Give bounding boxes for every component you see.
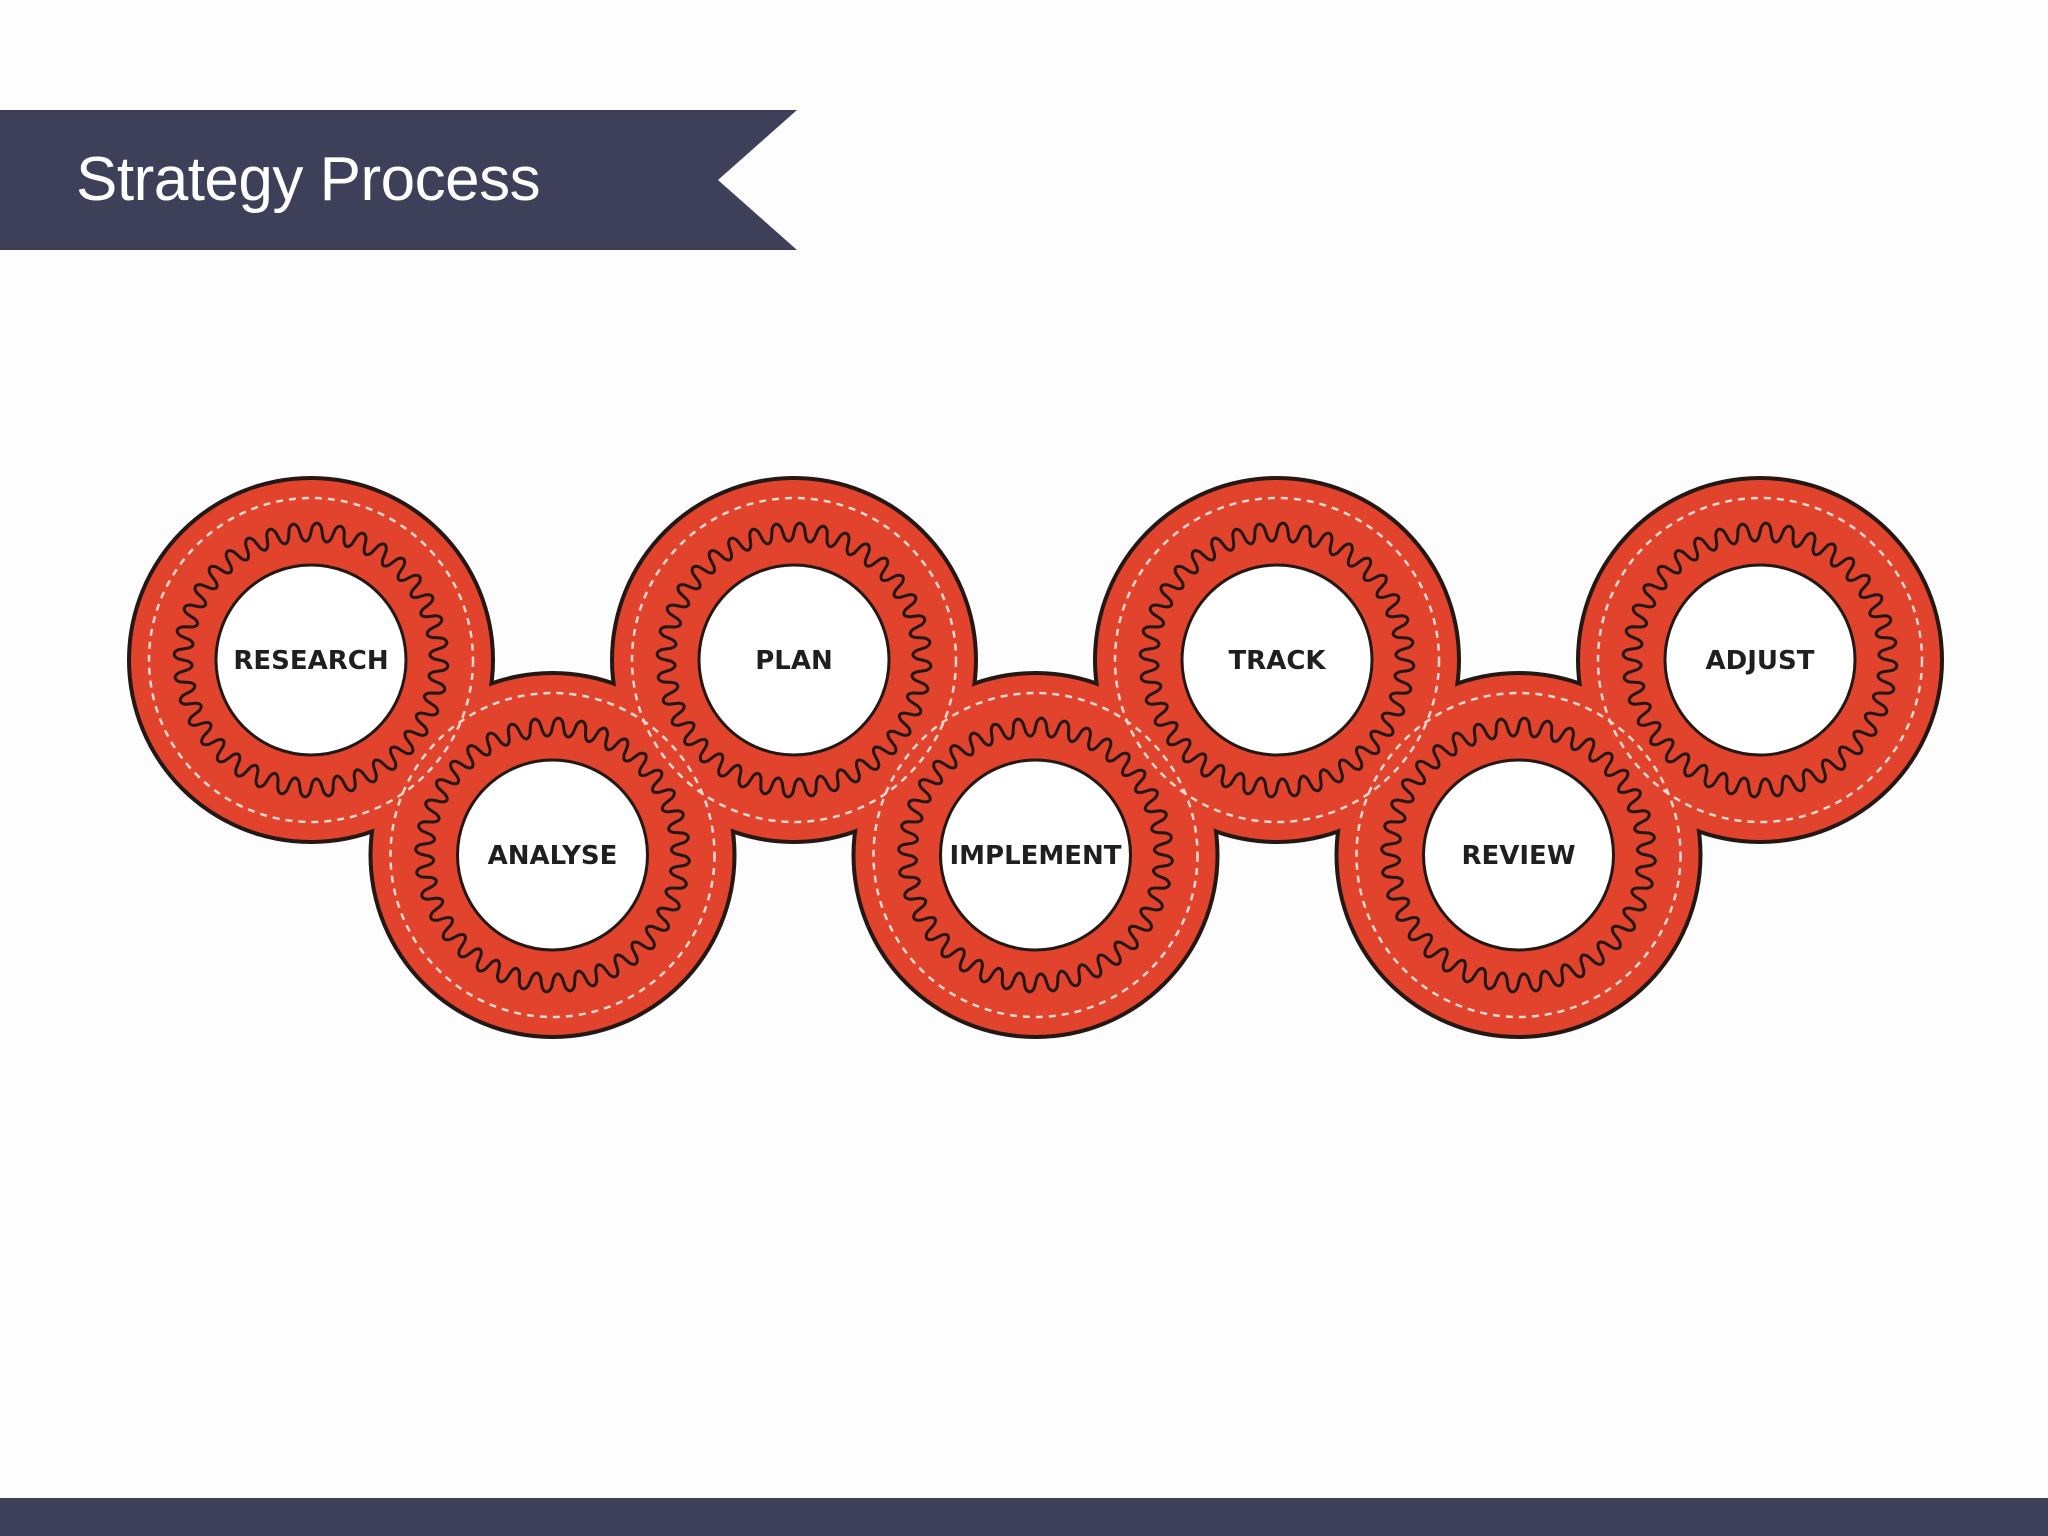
gear-center-analyse [456, 758, 649, 952]
gear-fill-layer [131, 480, 1940, 1035]
gear-teeth-implement [897, 716, 1174, 994]
step-label-plan: PLAN [755, 646, 833, 676]
banner-ribbon-shape [0, 110, 797, 250]
dashed-stitch-implement [872, 691, 1199, 1019]
banner-ribbon [0, 110, 797, 250]
gear-center-research [214, 563, 408, 757]
gear-teeth-research [172, 521, 450, 799]
gear-teeth-adjust [1621, 521, 1899, 799]
gear-teeth-plan [655, 521, 933, 799]
dashed-stitch-adjust [1596, 496, 1924, 824]
gear-center-adjust [1663, 563, 1857, 757]
step-label-adjust: ADJUST [1706, 646, 1815, 676]
step-label-analyse: ANALYSE [488, 841, 618, 871]
dashed-stitch-plan [630, 496, 958, 824]
dashed-stitch-review [1355, 691, 1682, 1019]
gear-teeth-review [1380, 716, 1657, 994]
step-label-review: REVIEW [1461, 841, 1575, 871]
gear-center-plan [697, 563, 891, 757]
footer-bar [0, 1498, 2048, 1536]
step-label-track: TRACK [1228, 646, 1326, 676]
gear-teeth-analyse [414, 716, 691, 994]
title-banner: Strategy Process [0, 110, 800, 250]
gear-detail-layer: RESEARCH ANALYSE PLAN IMPLEMENT TRACK REVIEW A… [147, 496, 1924, 1019]
dashed-stitch-track [1113, 496, 1441, 824]
dashed-stitch-analyse [389, 691, 716, 1019]
page-title: Strategy Process [76, 145, 541, 214]
gear-teeth-track [1138, 521, 1416, 799]
step-label-research: RESEARCH [233, 646, 388, 676]
gear-center-review [1422, 758, 1615, 952]
gear-center-implement [939, 758, 1132, 952]
gear-center-track [1180, 563, 1374, 757]
dashed-stitch-research [147, 496, 475, 824]
step-label-implement: IMPLEMENT [949, 841, 1121, 871]
